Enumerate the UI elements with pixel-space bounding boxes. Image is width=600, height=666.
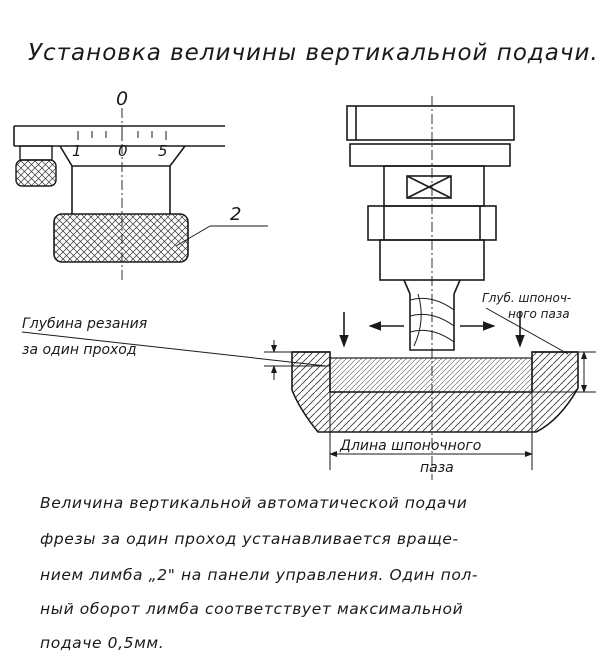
key-depth-label-2: ного паза: [508, 307, 570, 321]
cut-depth-label-1: Глубина резания: [22, 316, 147, 332]
dial-scale-left: 1: [72, 142, 82, 160]
key-length-label-1: Длина шпоночного: [339, 438, 481, 454]
page-title: Установка величины вертикальной подачи.: [28, 40, 599, 66]
key-length-dimension: [329, 392, 533, 470]
cut-layer: [329, 357, 533, 393]
dial-assembly: 0 1 0 5 2: [13, 88, 268, 280]
feed-arrows: [339, 312, 525, 348]
drive-key-box: [406, 175, 452, 199]
description-line-2: фрезы за один проход устанавливается вра…: [40, 530, 459, 548]
key-depth-label-1: Глуб. шпоноч-: [482, 291, 571, 305]
workpiece: [291, 351, 579, 433]
dial-scale-right: 5: [158, 142, 168, 160]
description-line-5: подаче 0,5мм.: [40, 634, 165, 652]
description-line-4: ный оборот лимба соответствует максималь…: [40, 600, 464, 618]
knob-callout-label: 2: [230, 204, 241, 225]
cut-depth-label-2: за один проход: [22, 342, 137, 358]
dial-knob: [53, 213, 189, 263]
key-depth-dimension: [485, 307, 596, 393]
spindle-assembly: [346, 96, 515, 480]
description-line-1: Величина вертикальной автоматической под…: [40, 494, 468, 512]
lock-screw: [15, 159, 57, 187]
description-line-3: нием лимба „2" на панели управления. Оди…: [40, 566, 479, 584]
key-length-label-2: паза: [420, 460, 454, 476]
dial-scale-mid: 0: [118, 142, 128, 160]
cut-depth-dimension: [21, 331, 330, 380]
dial-zero-label: 0: [116, 88, 128, 110]
